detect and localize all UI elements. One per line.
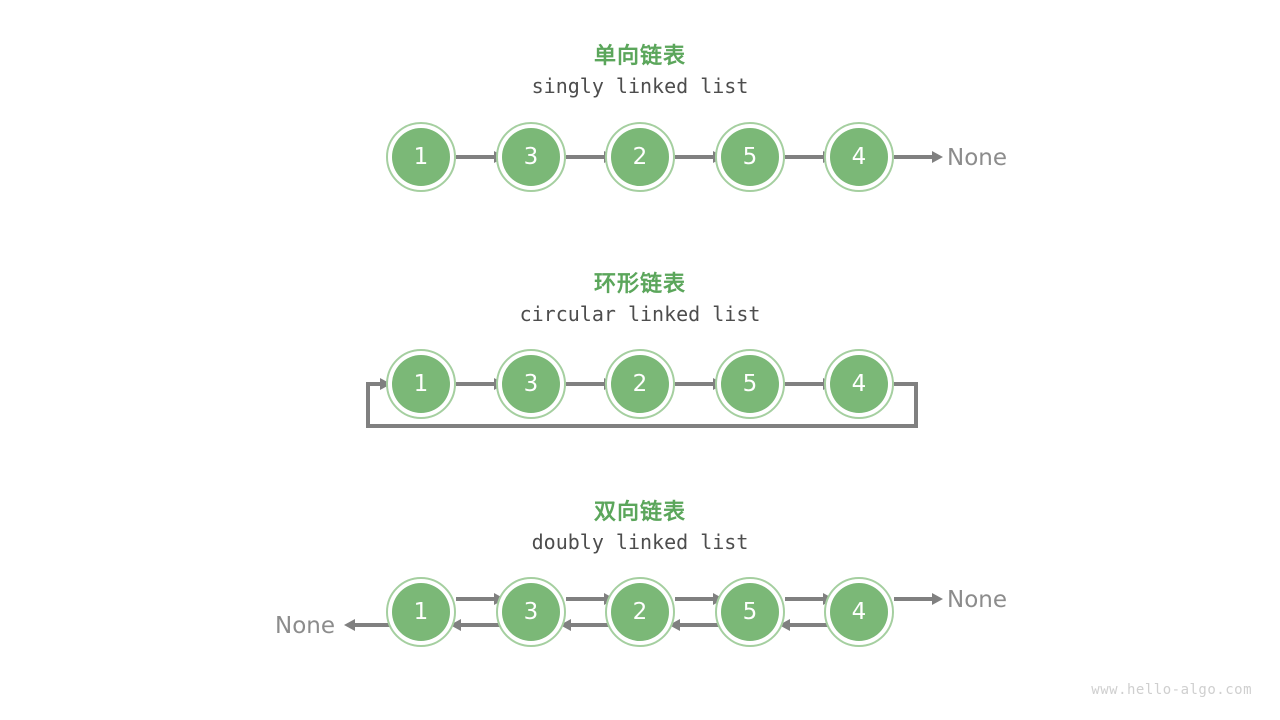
doubly-node-2[interactable]: 2 (605, 577, 675, 647)
singly-arrowhead-tail (932, 151, 943, 163)
singly-node-0-value: 1 (392, 128, 450, 186)
doubly-node-1[interactable]: 3 (496, 577, 566, 647)
doubly-node-3-value: 5 (721, 583, 779, 641)
doubly-backward-arrowhead-3 (669, 619, 680, 631)
doubly-backward-edge-1 (461, 623, 503, 627)
circular-list-title: 环形链表 (593, 272, 686, 297)
singly-list-title: 单向链表 (593, 44, 686, 69)
singly-edge-2 (566, 155, 608, 159)
doubly-node-4[interactable]: 4 (824, 577, 894, 647)
doubly-backward-arrowhead-4 (779, 619, 790, 631)
circular-loop-right-vertical (914, 382, 918, 428)
singly-node-4[interactable]: 4 (824, 122, 894, 192)
doubly-forward-edge-4 (785, 597, 827, 601)
circular-loop-entry-stub (366, 382, 384, 386)
singly-node-4-value: 4 (830, 128, 888, 186)
circular-node-1-value: 3 (502, 355, 560, 413)
circular-edge-2 (566, 382, 608, 386)
circular-node-1[interactable]: 3 (496, 349, 566, 419)
doubly-head-none-label: None (275, 613, 336, 639)
doubly-forward-edge-3 (675, 597, 717, 601)
singly-node-1-value: 3 (502, 128, 560, 186)
circular-node-0-value: 1 (392, 355, 450, 413)
circular-node-0[interactable]: 1 (386, 349, 456, 419)
circular-list-subtitle: circular linked list (519, 302, 761, 326)
singly-list-subtitle: singly linked list (531, 74, 749, 98)
singly-node-0[interactable]: 1 (386, 122, 456, 192)
doubly-node-3[interactable]: 5 (715, 577, 785, 647)
doubly-backward-edge-4 (790, 623, 832, 627)
doubly-backward-arrowhead-1 (450, 619, 461, 631)
singly-node-2[interactable]: 2 (605, 122, 675, 192)
doubly-node-4-value: 4 (830, 583, 888, 641)
circular-node-3[interactable]: 5 (715, 349, 785, 419)
singly-node-3[interactable]: 5 (715, 122, 785, 192)
singly-edge-1 (456, 155, 498, 159)
circular-node-3-value: 5 (721, 355, 779, 413)
circular-loop-right-stub (894, 382, 918, 386)
doubly-backward-edge-2 (571, 623, 613, 627)
singly-edge-4 (785, 155, 827, 159)
circular-edge-1 (456, 382, 498, 386)
doubly-node-0[interactable]: 1 (386, 577, 456, 647)
singly-node-3-value: 5 (721, 128, 779, 186)
circular-node-2[interactable]: 2 (605, 349, 675, 419)
singly-edge-3 (675, 155, 717, 159)
circular-edge-3 (675, 382, 717, 386)
doubly-backward-arrowhead-2 (560, 619, 571, 631)
circular-loop-bottom (366, 424, 918, 428)
singly-tail-none-label: None (947, 145, 1008, 171)
doubly-forward-edge-2 (566, 597, 608, 601)
doubly-forward-edge-tail (894, 597, 936, 601)
circular-loop-arrowhead (380, 378, 391, 390)
doubly-tail-none-label: None (947, 587, 1008, 613)
doubly-node-1-value: 3 (502, 583, 560, 641)
circular-edge-4 (785, 382, 827, 386)
circular-node-2-value: 2 (611, 355, 669, 413)
doubly-list-title: 双向链表 (593, 500, 686, 525)
singly-node-1[interactable]: 3 (496, 122, 566, 192)
doubly-backward-edge-3 (680, 623, 722, 627)
circular-node-4[interactable]: 4 (824, 349, 894, 419)
doubly-forward-edge-1 (456, 597, 498, 601)
doubly-backward-arrowhead-head (344, 619, 355, 631)
doubly-backward-edge-head (355, 623, 397, 627)
circular-loop-left-vertical (366, 382, 370, 428)
circular-node-4-value: 4 (830, 355, 888, 413)
doubly-node-0-value: 1 (392, 583, 450, 641)
singly-node-2-value: 2 (611, 128, 669, 186)
doubly-list-subtitle: doubly linked list (531, 530, 749, 554)
watermark: www.hello-algo.com (1091, 682, 1252, 698)
doubly-forward-arrowhead-tail (932, 593, 943, 605)
doubly-node-2-value: 2 (611, 583, 669, 641)
singly-edge-tail (894, 155, 936, 159)
